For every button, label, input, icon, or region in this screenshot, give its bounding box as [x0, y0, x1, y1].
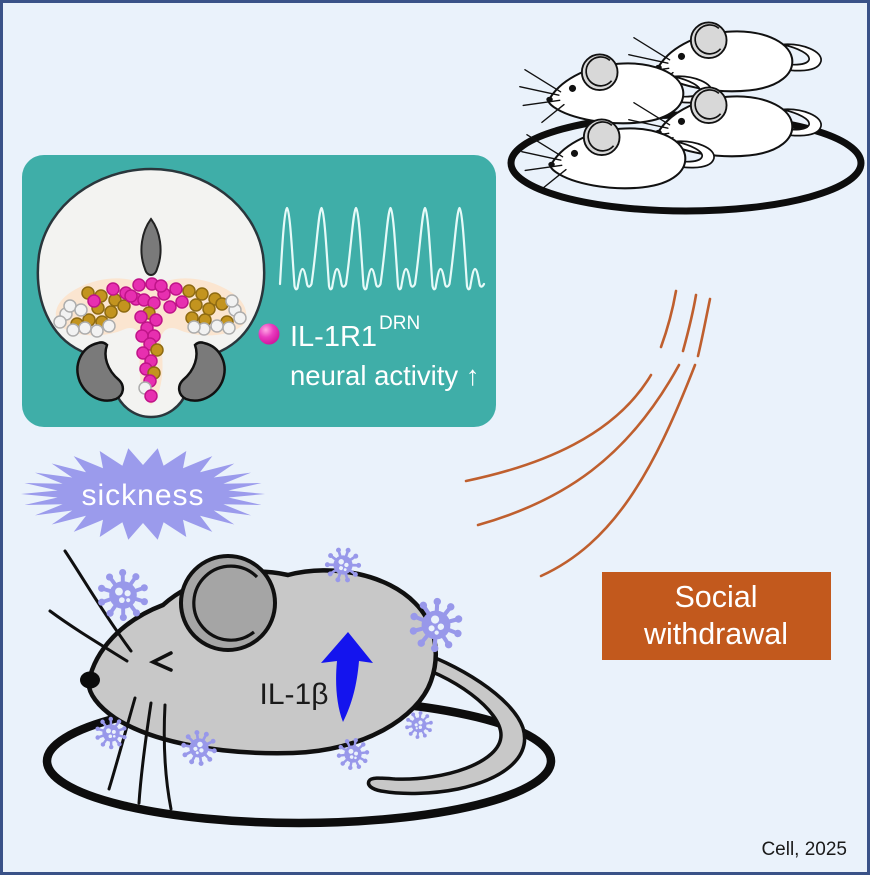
- avoidance-line: [476, 363, 681, 527]
- avoidance-line: [539, 363, 697, 578]
- legend-gene-superscript: DRN: [379, 313, 420, 334]
- sickness-badge: sickness: [21, 448, 265, 540]
- avoidance-lines: [464, 289, 712, 578]
- brain-horn-right: [177, 341, 226, 402]
- sick-mouse-ear: [179, 554, 277, 652]
- figure-canvas: IL-1R1 DRN neural activity ↑ sickness IL…: [21, 21, 865, 860]
- sick-mouse-ear-fold: [192, 564, 259, 642]
- sick-mouse-illustration: IL-1β: [42, 540, 556, 828]
- social-withdrawal-line1: Social: [674, 580, 757, 614]
- brain-horn-left: [76, 341, 125, 402]
- avoidance-line-tick: [681, 293, 698, 353]
- drn-neuron-dots: [53, 277, 247, 403]
- il1b-label: IL-1β: [260, 678, 329, 711]
- drn-panel: IL-1R1 DRN neural activity ↑: [22, 155, 496, 427]
- social-withdrawal: Social withdrawal: [602, 572, 831, 660]
- legend-activity-label: neural activity ↑: [290, 360, 480, 391]
- sick-mouse-closed-eye: [148, 651, 173, 672]
- avoidance-line-tick: [659, 289, 678, 349]
- brain-cross-section-illustration: [36, 167, 266, 419]
- healthy-mice-group: [507, 21, 865, 215]
- aqueduct: [140, 217, 162, 276]
- avoidance-line-tick: [696, 297, 712, 358]
- sick-mouse-nose: [80, 671, 100, 689]
- journal-credit: Cell, 2025: [761, 839, 847, 860]
- sickness-starburst: [21, 448, 265, 540]
- legend-gene-label: IL-1R1: [290, 321, 377, 353]
- il1b-up-arrow-icon: [321, 632, 373, 722]
- sick-mouse-tail: [366, 645, 527, 796]
- il1r1-neuron-marker-icon: [258, 323, 280, 345]
- social-withdrawal-line2: withdrawal: [643, 617, 788, 651]
- social-withdrawal-box: [602, 572, 831, 660]
- sickness-label: sickness: [81, 479, 204, 512]
- avoidance-line: [464, 373, 653, 483]
- sick-mouse-whiskers: [48, 549, 173, 811]
- neural-activity-waveform: [278, 206, 486, 291]
